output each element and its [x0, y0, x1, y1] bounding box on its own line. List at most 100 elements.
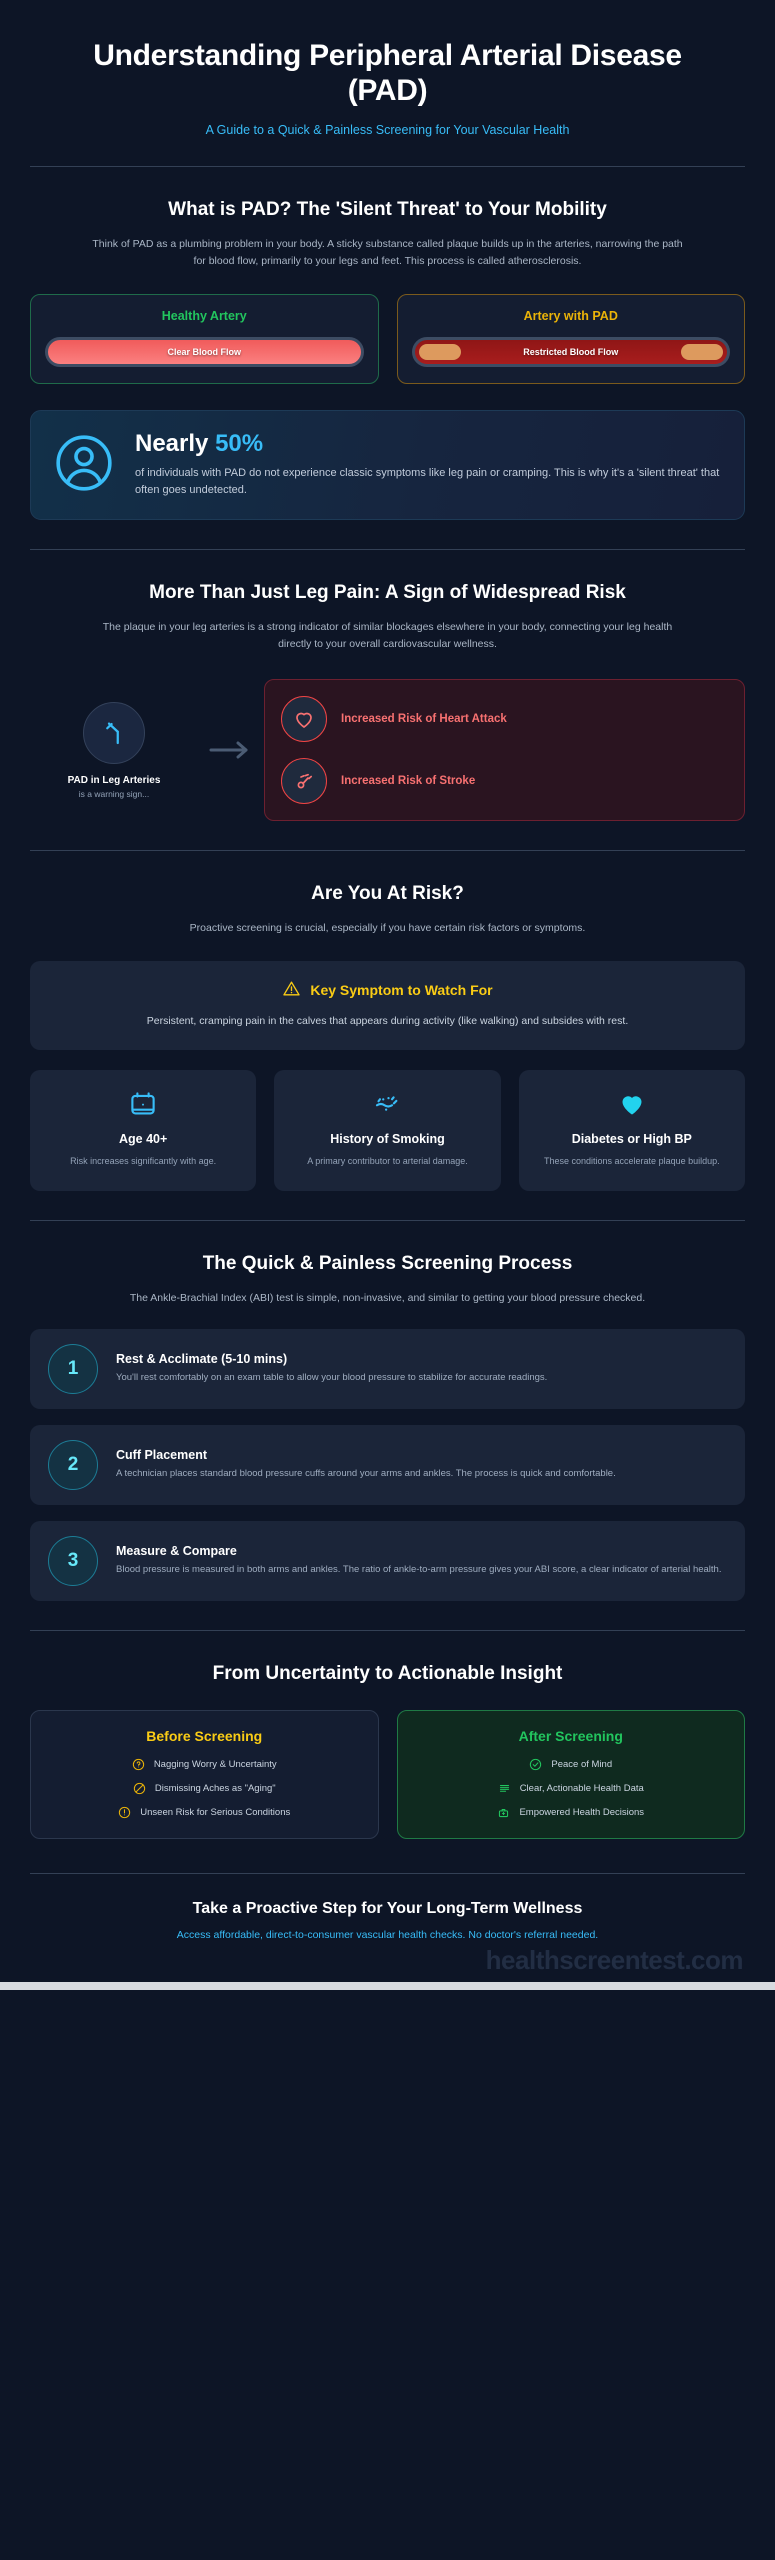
footer-cta: Take a Proactive Step for Your Long-Term… [30, 1874, 745, 1976]
divider [30, 548, 745, 550]
footer-heading: Take a Proactive Step for Your Long-Term… [192, 1900, 583, 1918]
key-symptom-card: Key Symptom to Watch For Persistent, cra… [30, 961, 745, 1050]
risk-factor-age-desc: Risk increases significantly with age. [70, 1155, 217, 1166]
screening-process-section: The Quick & Painless Screening Process T… [30, 1221, 745, 1601]
before-screening-card: Before Screening Nagging Worry & Uncerta… [30, 1710, 379, 1840]
risk-factor-diabetes-bp-title: Diabetes or High BP [571, 1131, 692, 1146]
before-screening-title: Before Screening [146, 1728, 263, 1745]
before-item-2-label: Dismissing Aches as "Aging" [154, 1783, 276, 1795]
pad-source-subtitle: is a warning sign... [78, 788, 150, 799]
infographic-page: Understanding Peripheral Arterial Diseas… [0, 0, 775, 1991]
silent-threat-stat-card: Nearly 50% of individuals with PAD do no… [30, 410, 745, 520]
screening-heading: The Quick & Painless Screening Process [202, 1252, 573, 1274]
artery-comparison: Healthy Artery Clear Blood Flow Artery w… [30, 294, 745, 385]
heart-icon [281, 696, 327, 743]
brain-stroke-icon [281, 758, 327, 805]
alert-circle-icon [118, 1806, 131, 1819]
widespread-risk-heading: More Than Just Leg Pain: A Sign of Wides… [149, 581, 626, 603]
before-item-1-label: Nagging Worry & Uncertainty [153, 1759, 277, 1771]
user-circle-icon [53, 432, 115, 499]
risk-factor-smoking-desc: A primary contributor to arterial damage… [307, 1155, 468, 1166]
risk-heart-attack-label: Increased Risk of Heart Attack [341, 713, 507, 726]
before-item-1: Nagging Worry & Uncertainty [45, 1758, 364, 1771]
healthy-artery-card: Healthy Artery Clear Blood Flow [30, 294, 379, 385]
pad-vessel: Restricted Blood Flow [411, 337, 730, 368]
after-item-3-label: Empowered Health Decisions [519, 1807, 645, 1819]
at-risk-heading: Are You At Risk? [311, 883, 464, 905]
bottom-bar [0, 1982, 775, 1991]
downstream-risks: Increased Risk of Heart Attack Increased… [264, 679, 745, 822]
plaque-deposit-left [418, 344, 461, 361]
stat-value: 50% [215, 430, 264, 458]
what-is-pad-section: What is PAD? The 'Silent Threat' to Your… [30, 167, 745, 385]
key-symptom-body: Persistent, cramping pain in the calves … [146, 1015, 629, 1028]
leg-artery-icon [83, 701, 145, 764]
before-after-comparison: Before Screening Nagging Worry & Uncerta… [30, 1710, 745, 1840]
outcome-heading: From Uncertainty to Actionable Insight [212, 1662, 563, 1684]
key-symptom-title: Key Symptom to Watch For [310, 982, 493, 999]
calendar-icon [44, 1088, 242, 1120]
footer-subtitle: Access affordable, direct-to-consumer va… [176, 1929, 599, 1942]
risk-factor-age-title: Age 40+ [119, 1131, 168, 1146]
after-item-1-label: Peace of Mind [551, 1759, 613, 1771]
risk-factor-diabetes-bp-desc: These conditions accelerate plaque build… [544, 1155, 720, 1166]
step-3-number: 3 [48, 1535, 98, 1586]
arrow-right-icon [204, 739, 258, 761]
screening-step-2: 2 Cuff Placement A technician places sta… [30, 1424, 745, 1505]
before-item-2: Dismissing Aches as "Aging" [45, 1782, 364, 1795]
pad-artery-title: Artery with PAD [523, 309, 618, 324]
risk-factor-diabetes-bp: Diabetes or High BP These conditions acc… [518, 1069, 745, 1191]
risk-stroke: Increased Risk of Stroke [281, 758, 728, 805]
warning-triangle-icon [282, 979, 301, 1001]
after-item-3: Empowered Health Decisions [412, 1806, 731, 1819]
step-2-number: 2 [48, 1439, 98, 1490]
after-item-2: Clear, Actionable Health Data [412, 1782, 731, 1795]
step-3-desc: Blood pressure is measured in both arms … [116, 1563, 722, 1575]
check-circle-icon [529, 1758, 542, 1771]
before-item-3: Unseen Risk for Serious Conditions [45, 1806, 364, 1819]
risk-factor-cards: Age 40+ Risk increases significantly wit… [30, 1069, 745, 1191]
screening-step-3: 3 Measure & Compare Blood pressure is me… [30, 1520, 745, 1601]
after-screening-card: After Screening Peace of Mind [396, 1710, 745, 1840]
screening-steps: 1 Rest & Acclimate (5-10 mins) You'll re… [30, 1328, 745, 1601]
key-symptom-header: Key Symptom to Watch For [56, 979, 719, 1001]
step-3-title: Measure & Compare [116, 1543, 237, 1558]
before-item-3-label: Unseen Risk for Serious Conditions [140, 1807, 291, 1819]
data-list-icon [498, 1782, 511, 1795]
risk-heart-attack: Increased Risk of Heart Attack [281, 696, 728, 743]
step-2-desc: A technician places standard blood press… [116, 1467, 616, 1479]
smoking-icon [288, 1088, 486, 1120]
divider [30, 1219, 745, 1221]
stat-prefix: Nearly [135, 430, 209, 458]
at-risk-section: Are You At Risk? Proactive screening is … [30, 851, 745, 1191]
pad-vessel-label: Restricted Blood Flow [523, 347, 619, 358]
at-risk-lead: Proactive screening is crucial, especial… [189, 921, 586, 934]
risk-factor-smoking: History of Smoking A primary contributor… [274, 1069, 501, 1191]
hero-section: Understanding Peripheral Arterial Diseas… [30, 0, 745, 137]
stat-headline: Nearly 50% [135, 431, 722, 457]
healthy-artery-title: Healthy Artery [161, 309, 247, 324]
what-is-pad-lead: Think of PAD as a plumbing problem in yo… [92, 237, 683, 268]
after-item-2-label: Clear, Actionable Health Data [519, 1783, 644, 1795]
healthy-vessel-label: Clear Blood Flow [167, 347, 241, 358]
page-subtitle: A Guide to a Quick & Painless Screening … [205, 123, 570, 138]
screening-lead: The Ankle-Brachial Index (ABI) test is s… [129, 1291, 646, 1304]
screening-step-1: 1 Rest & Acclimate (5-10 mins) You'll re… [30, 1328, 745, 1409]
healthy-vessel: Clear Blood Flow [45, 337, 364, 368]
page-title: Understanding Peripheral Arterial Diseas… [93, 39, 682, 108]
step-1-desc: You'll rest comfortably on an exam table… [116, 1371, 548, 1383]
pad-source-node: PAD in Leg Arteries is a warning sign... [30, 701, 198, 799]
heart-filled-icon [533, 1088, 731, 1120]
divider [30, 166, 745, 168]
widespread-risk-section: More Than Just Leg Pain: A Sign of Wides… [30, 550, 745, 822]
divider [30, 1629, 745, 1631]
step-1-title: Rest & Acclimate (5-10 mins) [116, 1351, 288, 1366]
outcome-section: From Uncertainty to Actionable Insight B… [30, 1631, 745, 1840]
divider [30, 1873, 745, 1875]
what-is-pad-heading: What is PAD? The 'Silent Threat' to Your… [168, 199, 607, 221]
pad-artery-card: Artery with PAD Restricted Blood Flow [396, 294, 745, 385]
risk-factor-smoking-title: History of Smoking [330, 1131, 445, 1146]
step-2-title: Cuff Placement [116, 1447, 207, 1462]
shield-health-icon [497, 1806, 510, 1819]
brand-watermark: healthscreentest.com [485, 1945, 744, 1976]
